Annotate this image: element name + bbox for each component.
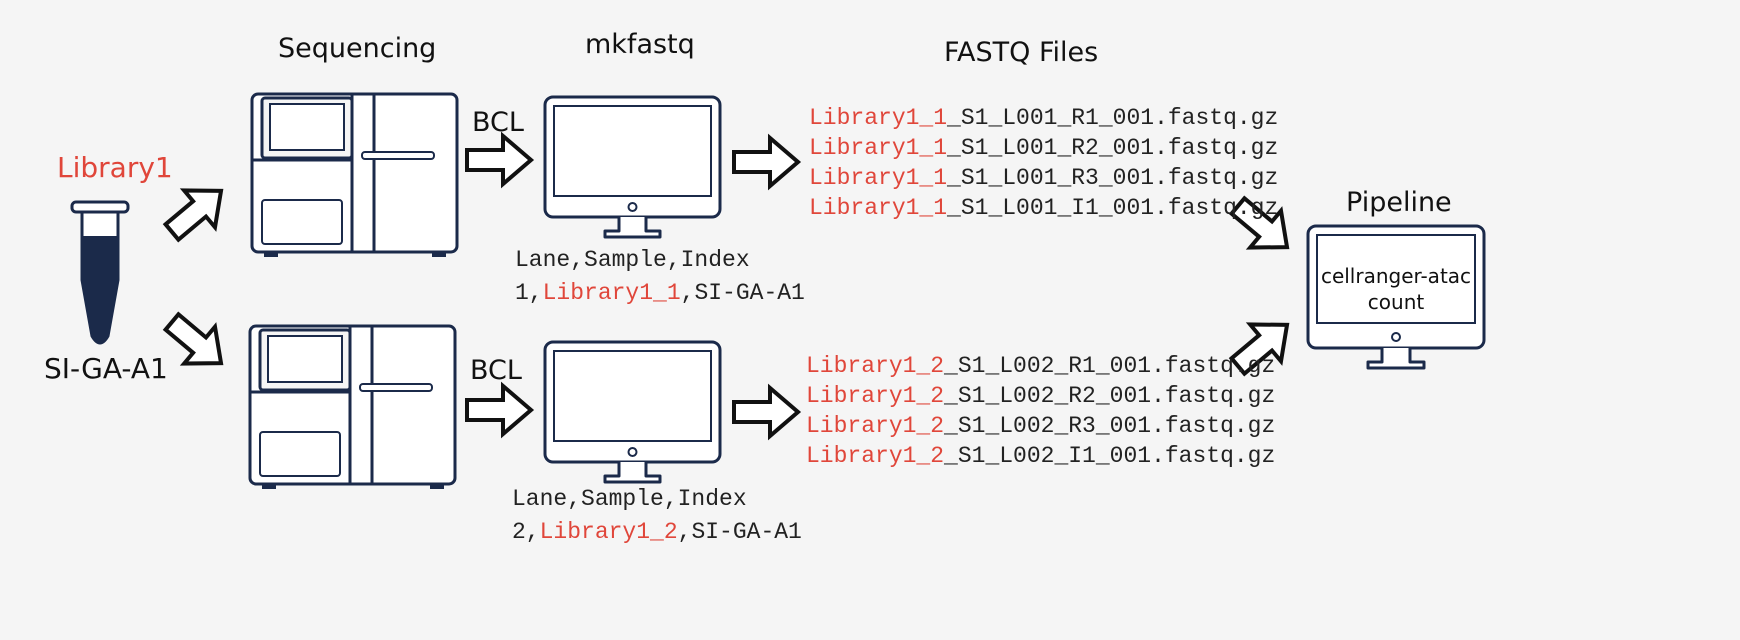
- samplesheet-top: Lane,Sample,Index 1,Library1_1,SI-GA-A1: [515, 244, 805, 310]
- library-name-label: Library1: [57, 151, 173, 184]
- fastq-files-heading: FASTQ Files: [944, 37, 1099, 68]
- library-index-label: SI-GA-A1: [44, 352, 168, 385]
- sequencer-icon-top: [250, 92, 459, 259]
- samplesheet-header: Lane,Sample,Index: [515, 247, 750, 273]
- arrow-bcl-top: [465, 134, 533, 186]
- arrow-bcl-bottom: [465, 384, 533, 436]
- samplesheet-row: 2,Library1_2,SI-GA-A1: [512, 519, 802, 545]
- fastq-file-item: Library1_1_S1_L001_I1_001.fastq.gz: [809, 195, 1279, 221]
- sample-tube-icon: [70, 200, 130, 345]
- pipeline-command-line2: count: [1367, 290, 1425, 314]
- arrow-tube-to-sequencer-bottom: [154, 301, 239, 384]
- sample-name: Library1_1: [542, 280, 681, 306]
- fastq-file-list-top: Library1_1_S1_L001_R1_001.fastq.gz Libra…: [809, 103, 1278, 223]
- arrow-tube-to-sequencer-top: [154, 170, 239, 253]
- pipeline-computer-icon: [1306, 224, 1486, 370]
- fastq-file-item: Library1_2_S1_L002_R2_001.fastq.gz: [806, 383, 1276, 409]
- samplesheet-bottom: Lane,Sample,Index 2,Library1_2,SI-GA-A1: [512, 483, 802, 549]
- sequencer-icon-bottom: [248, 324, 457, 491]
- pipeline-heading: Pipeline: [1346, 187, 1452, 218]
- samplesheet-row: 1,Library1_1,SI-GA-A1: [515, 280, 805, 306]
- fastq-file-item: Library1_1_S1_L001_R2_001.fastq.gz: [809, 135, 1279, 161]
- bcl-label-top: BCL: [472, 107, 524, 138]
- sequencing-heading: Sequencing: [278, 33, 437, 64]
- sample-name: Library1_2: [539, 519, 678, 545]
- fastq-file-item: Library1_2_S1_L002_R1_001.fastq.gz: [806, 353, 1276, 379]
- mkfastq-heading: mkfastq: [585, 29, 695, 60]
- fastq-file-item: Library1_1_S1_L001_R3_001.fastq.gz: [809, 165, 1279, 191]
- arrow-to-fastq-bottom: [732, 386, 800, 438]
- fastq-file-list-bottom: Library1_2_S1_L002_R1_001.fastq.gz Libra…: [806, 351, 1275, 471]
- fastq-file-item: Library1_2_S1_L002_R3_001.fastq.gz: [806, 413, 1276, 439]
- mkfastq-computer-icon-top: [543, 95, 722, 239]
- fastq-file-item: Library1_2_S1_L002_I1_001.fastq.gz: [806, 443, 1276, 469]
- arrow-to-fastq-top: [732, 136, 800, 188]
- pipeline-command: cellranger-atac count: [1311, 263, 1481, 315]
- bcl-label-bottom: BCL: [470, 355, 522, 386]
- mkfastq-computer-icon-bottom: [543, 340, 722, 484]
- pipeline-command-line1: cellranger-atac: [1320, 264, 1472, 288]
- fastq-file-item: Library1_1_S1_L001_R1_001.fastq.gz: [809, 105, 1279, 131]
- samplesheet-header: Lane,Sample,Index: [512, 486, 747, 512]
